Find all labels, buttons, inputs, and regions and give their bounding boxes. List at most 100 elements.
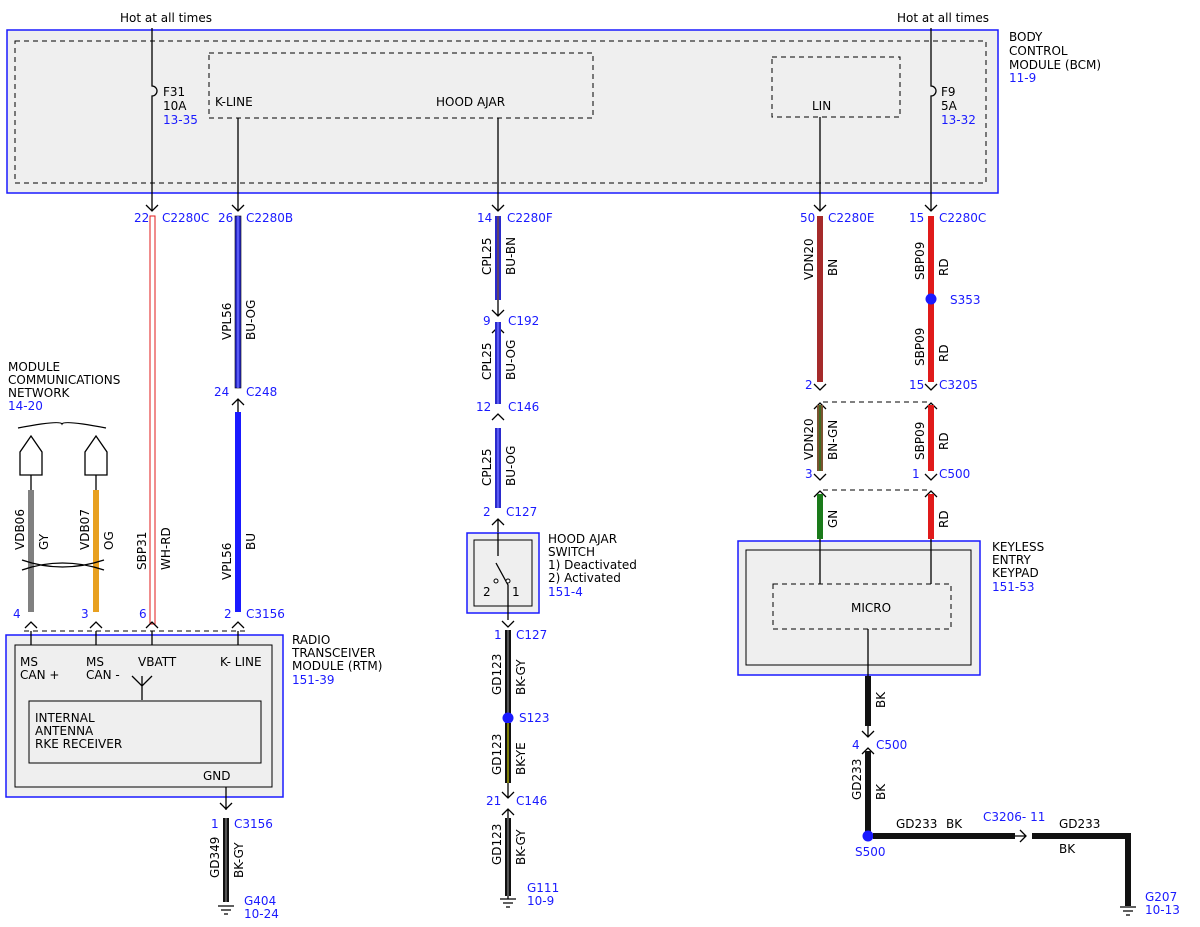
rtm-gnd-chevron xyxy=(219,787,233,810)
pin-2-c127: 2 xyxy=(483,505,491,519)
mcn-ref: 14-20 xyxy=(8,399,43,413)
wire-bn-label: BN xyxy=(826,259,840,276)
pin-9: 9 xyxy=(483,314,491,328)
wire-sbp31-label: SBP31 xyxy=(135,532,149,570)
wire-sbp09-a-label: SBP09 xyxy=(913,242,927,280)
wire-buog-3-label: BU-OG xyxy=(504,446,518,486)
bcm-label-3: MODULE (BCM) xyxy=(1009,58,1101,72)
pin-rtm-4: 4 xyxy=(13,607,21,621)
wire-vdb07-label: VDB07 xyxy=(78,509,92,550)
pin-1-c500: 1 xyxy=(912,467,920,481)
ground-g404-symbol xyxy=(218,905,234,915)
wire-vdb06-label: VDB06 xyxy=(13,509,27,550)
wire-bubn-label: BU-BN xyxy=(504,237,518,275)
mcn-connector-og xyxy=(84,434,108,476)
conn-c3156: C3156 xyxy=(246,607,285,621)
pin-rtm-3: 3 xyxy=(81,607,89,621)
splice-s123 xyxy=(502,712,514,724)
conn-c2280e: C2280E xyxy=(828,211,875,225)
fuse-f31-amps: 10A xyxy=(163,99,187,113)
bcm-lin: LIN xyxy=(812,99,831,113)
wire-vpl56-a-label: VPL56 xyxy=(220,303,234,340)
wire-bk-1-label: BK xyxy=(874,691,888,708)
wire-gd349-label: GD349 xyxy=(208,837,222,878)
pin-15-top: 15 xyxy=(909,211,924,225)
wire-buog-2-label: BU-OG xyxy=(504,340,518,380)
splice-s500-label: S500 xyxy=(855,845,886,859)
rtm-label-3: MODULE (RTM) xyxy=(292,659,382,673)
splice-s353 xyxy=(925,293,937,305)
bcm-inner xyxy=(14,40,987,184)
bcm-connector-chevrons xyxy=(145,204,938,212)
pin-g3156-1: 1 xyxy=(211,817,219,831)
pin-50: 50 xyxy=(800,211,815,225)
wire-bkgy3-label: BK-GY xyxy=(232,842,246,878)
conn-c3206: C3206- 11 xyxy=(983,810,1045,824)
has-label-3: 1) Deactivated xyxy=(548,558,637,572)
wire-bkgy-1-label: BK-GY xyxy=(514,659,528,695)
ground-g111-ref: 10-9 xyxy=(527,894,554,908)
rtm-ref: 151-39 xyxy=(292,673,335,687)
bcm-kline: K-LINE xyxy=(215,95,253,109)
c192-chevrons xyxy=(491,300,505,340)
bcm-label-2: CONTROL xyxy=(1009,44,1068,58)
wire-buog-1-label: BU-OG xyxy=(244,300,258,340)
rtm-mscanp-1: MS xyxy=(20,655,38,669)
conn-c127-lower: C127 xyxy=(516,628,547,642)
wire-gd233-c-label: GD233 xyxy=(1059,817,1100,831)
pin-4-c500: 4 xyxy=(852,738,860,752)
c500-vdn-chevrons xyxy=(813,473,827,498)
wire-bk-3-label: BK xyxy=(946,817,963,831)
wire-bngn-label: BN-GN xyxy=(826,420,840,460)
conn-c2280c: C2280C xyxy=(162,211,209,225)
pin-21: 21 xyxy=(486,794,501,808)
pin-rtm-6: 6 xyxy=(139,607,147,621)
bcm-hood-ajar: HOOD AJAR xyxy=(436,95,505,109)
bcm-kline-hood-block xyxy=(208,52,594,119)
mcn-brace xyxy=(17,422,107,429)
ground-g111-symbol xyxy=(500,896,516,908)
bcm-lin-block xyxy=(771,56,901,118)
twisted-pair xyxy=(21,559,105,571)
wire-vdb06 xyxy=(28,490,34,612)
fuse-f9-ref: 13-32 xyxy=(941,113,976,127)
kek-label-3: KEYPAD xyxy=(992,566,1039,580)
wire-sbp31 xyxy=(149,215,156,625)
rtm-ant-2: ANTENNA xyxy=(35,724,94,738)
rtm-antenna-block xyxy=(28,700,262,764)
fuse-f9: F9 xyxy=(941,85,956,99)
ground-g404-ref: 10-24 xyxy=(244,907,279,921)
fuse-f31: F31 xyxy=(163,85,185,99)
wire-vdn20-a-label: VDN20 xyxy=(802,238,816,280)
conn-c2280b: C2280B xyxy=(246,211,293,225)
pin-26: 26 xyxy=(218,211,233,225)
wire-gd233-c-v xyxy=(1125,833,1131,906)
wire-gd123-c-label: GD123 xyxy=(490,824,504,865)
c146-lower-chevrons xyxy=(501,783,515,818)
hood-switch-pin1 xyxy=(505,578,511,584)
rtm-chevrons xyxy=(24,621,245,629)
wire-gd233-a-label: GD233 xyxy=(850,759,864,800)
conn-c3156-gnd: C3156 xyxy=(234,817,273,831)
conn-c500-lower: C500 xyxy=(876,738,907,752)
fuse-f31-ref: 13-35 xyxy=(163,113,198,127)
wire-sbp09-c-label: SBP09 xyxy=(913,422,927,460)
ground-g207-ref: 10-13 xyxy=(1145,903,1180,917)
mcn-label-2: COMMUNICATIONS xyxy=(8,373,120,387)
wire-vdn20-b-label: VDN20 xyxy=(802,418,816,460)
conn-c127: C127 xyxy=(506,505,537,519)
fuse-f9-amps: 5A xyxy=(941,99,958,113)
wire-vdb07 xyxy=(93,490,99,612)
ground-g404: G404 xyxy=(244,894,276,908)
has-label-2: SWITCH xyxy=(548,545,595,559)
hood-switch-contact xyxy=(495,533,509,620)
splice-s353-label: S353 xyxy=(950,293,981,307)
rtm-ant-1: INTERNAL xyxy=(35,711,95,725)
rtm-vbatt: VBATT xyxy=(138,655,177,669)
wire-cpl25-c-label: CPL25 xyxy=(480,448,494,486)
conn-c2280f: C2280F xyxy=(507,211,553,225)
kek-micro: MICRO xyxy=(851,601,891,615)
wire-bk-kek xyxy=(865,676,871,726)
has-ref: 151-4 xyxy=(548,585,583,599)
f9-fuse-line xyxy=(930,28,937,210)
